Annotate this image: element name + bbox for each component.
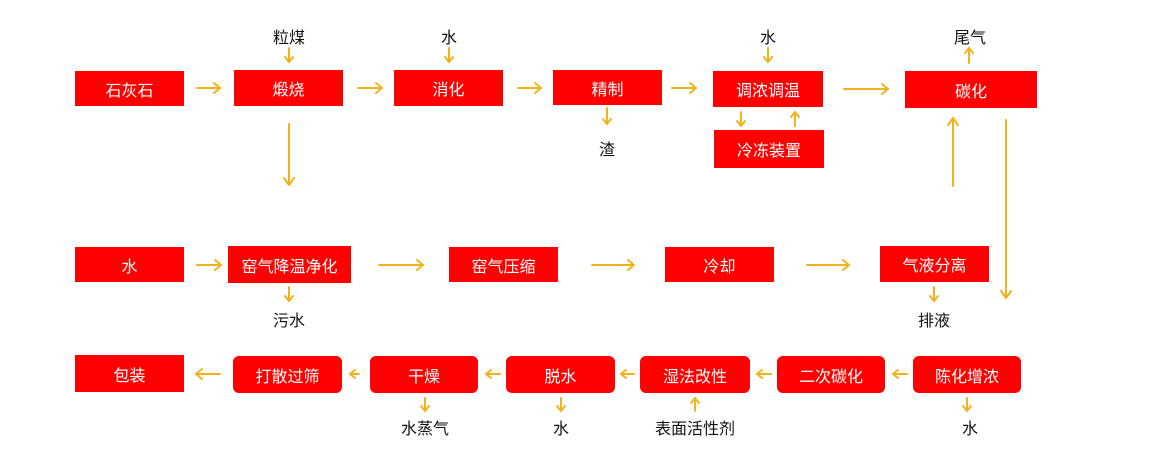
dewatering-label: 脱水 [544, 366, 577, 386]
granular-coal-label: 粒煤 [272, 28, 306, 47]
arrow-second-carbonation-to-modification [756, 369, 772, 379]
arrow-water-aging-down [962, 397, 972, 412]
arrow-slaking-to-refining [517, 82, 542, 94]
cooling-box: 冷却 [665, 247, 774, 282]
waste-water-label: 污水 [272, 311, 306, 330]
water-from-aging-label: 水 [961, 419, 979, 438]
arrow-to-packaging [195, 368, 221, 380]
secondary-carbonation-label: 二次碳化 [798, 366, 863, 386]
arrow-refining-to-adjust [671, 82, 697, 94]
arrow-adjust-to-freezer [736, 111, 746, 127]
secondary-carbonation-box: 二次碳化 [777, 356, 885, 393]
kiln-gas-compression-box: 窑气压缩 [449, 247, 558, 282]
gas-liquid-separation-box: 气液分离 [880, 246, 989, 282]
gas-liquid-separation-label: 气液分离 [902, 256, 967, 275]
calcination-label: 煅烧 [272, 80, 305, 99]
break-up-sieving-label: 打散过筛 [255, 366, 320, 386]
water-to-slaking-label: 水 [440, 28, 458, 47]
surfactant-label: 表面活性剂 [654, 419, 736, 438]
kiln-gas-compression-label: 窑气压缩 [471, 256, 536, 276]
packaging-box: 包装 [75, 355, 184, 392]
arrow-modification-to-dewatering [620, 369, 635, 379]
break-up-sieving-box: 打散过筛 [233, 356, 342, 393]
residue-label: 渣 [598, 140, 616, 159]
refining-label: 精制 [591, 79, 624, 99]
arrow-surfactant-up [690, 397, 700, 412]
water-vapor-label: 水蒸气 [400, 419, 450, 438]
calcination-box: 煅烧 [234, 70, 343, 106]
arrow-water-to-kiln-gas-cooling [196, 259, 222, 271]
limestone-box: 石灰石 [75, 71, 184, 106]
tail-gas-label: 尾气 [953, 28, 987, 47]
arrow-tail-gas-up [964, 47, 974, 64]
kiln-gas-cooling-purification-label: 窑气降温净化 [241, 256, 338, 276]
aging-thickening-box: 陈化增浓 [913, 356, 1021, 393]
slaking-box: 消化 [394, 70, 503, 106]
water-input-box: 水 [75, 247, 184, 282]
arrow-calcination-to-slaking [357, 82, 383, 94]
drain-liquid-label: 排液 [917, 311, 951, 330]
arrow-cooling-to-separation [806, 259, 850, 271]
arrow-limestone-to-calcination [196, 82, 221, 94]
arrow-water-to-slaking-down [444, 47, 454, 63]
arrow-adjust-to-carbonation [843, 83, 889, 95]
aging-thickening-label: 陈化增浓 [934, 366, 999, 386]
arrow-waste-water-down [284, 286, 294, 302]
carbonation-label: 碳化 [954, 81, 987, 101]
limestone-label: 石灰石 [105, 80, 154, 100]
arrow-gas-to-carbonation-up [947, 117, 959, 187]
wet-modification-label: 湿法改性 [662, 366, 727, 386]
arrow-drying-to-sieving [349, 369, 360, 379]
freezer-unit-label: 冷冻装置 [736, 141, 801, 160]
arrow-aging-to-second-carbonation [892, 369, 908, 379]
drying-label: 干燥 [407, 366, 440, 386]
adjust-concentration-temperature-box: 调浓调温 [713, 71, 823, 107]
wet-modification-box: 湿法改性 [640, 356, 750, 393]
arrow-freezer-to-adjust [790, 111, 800, 127]
arrow-compression-to-cooling [591, 259, 635, 271]
packaging-label: 包装 [113, 365, 146, 385]
refining-box: 精制 [553, 70, 662, 105]
kiln-gas-cooling-purification-box: 窑气降温净化 [228, 246, 351, 283]
adjust-concentration-temperature-label: 调浓调温 [735, 81, 800, 100]
arrow-cooling-purification-to-compression [378, 259, 424, 271]
slaking-label: 消化 [432, 80, 465, 99]
arrow-residue-down [602, 107, 612, 125]
dewatering-box: 脱水 [506, 356, 615, 393]
arrow-carbonation-to-separation [1000, 119, 1012, 299]
arrow-water-dewater-down [556, 397, 566, 412]
arrow-granular-coal-down [284, 47, 294, 63]
arrow-water-vapor-down [420, 397, 430, 412]
carbonation-box: 碳化 [905, 71, 1037, 108]
arrow-water-to-adjust-down [763, 47, 773, 63]
drying-box: 干燥 [370, 356, 478, 393]
freezer-unit-box: 冷冻装置 [714, 130, 824, 168]
arrow-drain-liquid-down [929, 286, 939, 302]
cooling-label: 冷却 [703, 256, 736, 276]
water-from-dewatering-label: 水 [552, 419, 570, 438]
arrow-dewatering-to-drying [485, 369, 501, 379]
arrow-calcination-to-kiln-gas [283, 123, 295, 186]
water-input-label: 水 [121, 256, 138, 276]
water-to-adjust-label: 水 [759, 28, 777, 47]
